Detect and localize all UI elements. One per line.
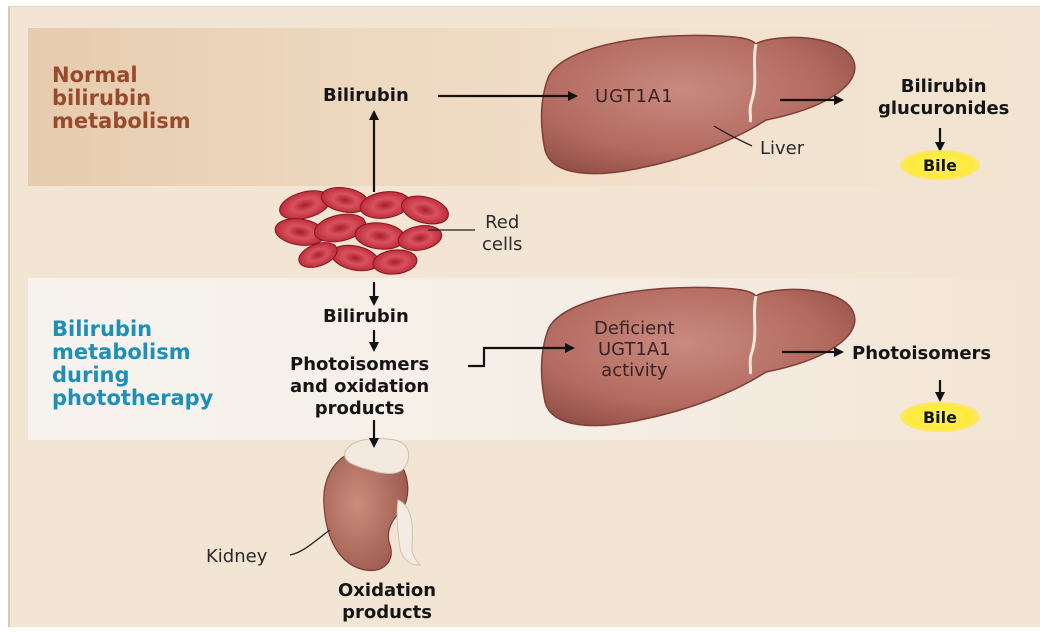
enzyme-label-bottom: Deficient UGT1A1 activity bbox=[594, 318, 675, 381]
photoisomers-products-label: Photoisomers and oxidation products bbox=[290, 354, 429, 420]
bile-text-bottom: Bile bbox=[923, 408, 957, 427]
kidney-label: Kidney bbox=[206, 546, 267, 568]
normal-section-title: Normal bilirubin metabolism bbox=[52, 64, 191, 133]
photoisomers-label: Photoisomers bbox=[852, 343, 991, 365]
enzyme-label-top: UGT1A1 bbox=[595, 86, 674, 107]
bile-label-bottom: Bile bbox=[900, 402, 980, 432]
red-cells-cluster bbox=[273, 184, 451, 276]
phototherapy-section-title: Bilirubin metabolism during phototherapy bbox=[52, 318, 213, 410]
bile-label-top: Bile bbox=[900, 150, 980, 180]
bilirubin-label-mid: Bilirubin bbox=[323, 306, 409, 328]
red-cells-label: Red cells bbox=[482, 212, 522, 256]
kidney-leader bbox=[290, 530, 330, 555]
liver-top bbox=[542, 35, 855, 173]
glucuronides-label: Bilirubin glucuronides bbox=[878, 76, 1009, 120]
oxidation-products-label: Oxidation products bbox=[338, 580, 436, 624]
bile-text-top: Bile bbox=[923, 156, 957, 175]
liver-label: Liver bbox=[760, 138, 804, 160]
bilirubin-label-top: Bilirubin bbox=[323, 85, 409, 107]
liver-bottom bbox=[542, 287, 855, 425]
kidney bbox=[324, 439, 420, 571]
